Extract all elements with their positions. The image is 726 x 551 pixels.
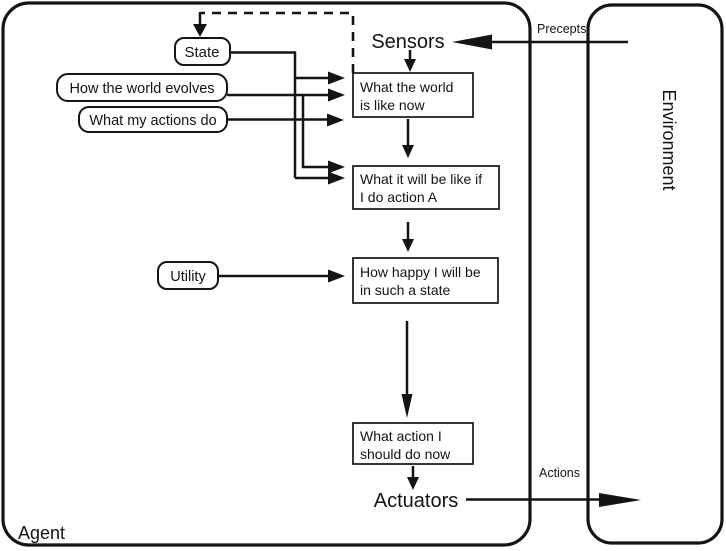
connectors	[193, 11, 641, 507]
labels: Sensors Actuators Precepts Actions Agent…	[18, 22, 679, 543]
agent-frame	[1, 1, 532, 547]
happiness-box	[352, 257, 499, 304]
happiness-line2: in such a state	[360, 282, 450, 298]
what-my-actions-do-label: What my actions do	[89, 113, 216, 129]
arrow-head	[328, 71, 345, 85]
what-my-actions-do-node	[78, 106, 228, 133]
utility-node-label: Utility	[170, 269, 206, 285]
percepts-label: Precepts	[537, 22, 586, 36]
action-choice-line2: should do now	[360, 446, 451, 462]
world-now-line1: What the world	[360, 79, 453, 95]
how-world-evolves-node	[56, 73, 228, 102]
feedback-dashed-line	[200, 11, 355, 73]
future-state-line2: I do action A	[360, 189, 438, 205]
agent-label: Agent	[18, 523, 65, 543]
action-choice-line1: What action I	[360, 428, 442, 444]
arrow-head	[407, 477, 419, 490]
arrow-head	[402, 239, 414, 252]
arrow-head-actions	[599, 493, 641, 507]
happiness-line1: How happy I will be	[360, 264, 481, 280]
sensors-label: Sensors	[371, 31, 444, 53]
evolves-to-future-line	[301, 95, 329, 169]
rounded-nodes: State How the world evolves What my acti…	[56, 37, 231, 290]
state-node-label: State	[184, 44, 219, 61]
arrow-head	[402, 145, 414, 158]
arrow-head	[327, 113, 344, 127]
arrow-head	[401, 394, 413, 418]
process-boxes: What the world is like now What it will …	[352, 72, 500, 465]
actuators-label: Actuators	[374, 490, 458, 512]
world-now-line2: is like now	[360, 97, 425, 113]
arrow-head	[328, 160, 345, 174]
action-choice-box	[352, 422, 474, 465]
environment-frame	[586, 3, 724, 545]
state-node	[174, 37, 231, 66]
actions-label: Actions	[539, 466, 580, 480]
future-state-box	[352, 165, 500, 210]
environment-label: Environment	[659, 89, 679, 190]
state-branch-line	[230, 51, 297, 178]
utility-node	[157, 261, 219, 290]
arrow-head	[404, 59, 416, 72]
world-now-box	[352, 72, 474, 118]
how-world-evolves-label: How the world evolves	[69, 81, 214, 97]
arrow-head	[328, 171, 345, 185]
arrow-head-feedback	[193, 24, 207, 37]
arrow-head-percepts	[452, 34, 492, 50]
future-state-line1: What it will be like if	[360, 171, 482, 187]
arrow-head	[328, 88, 345, 102]
arrow-head	[328, 269, 345, 283]
